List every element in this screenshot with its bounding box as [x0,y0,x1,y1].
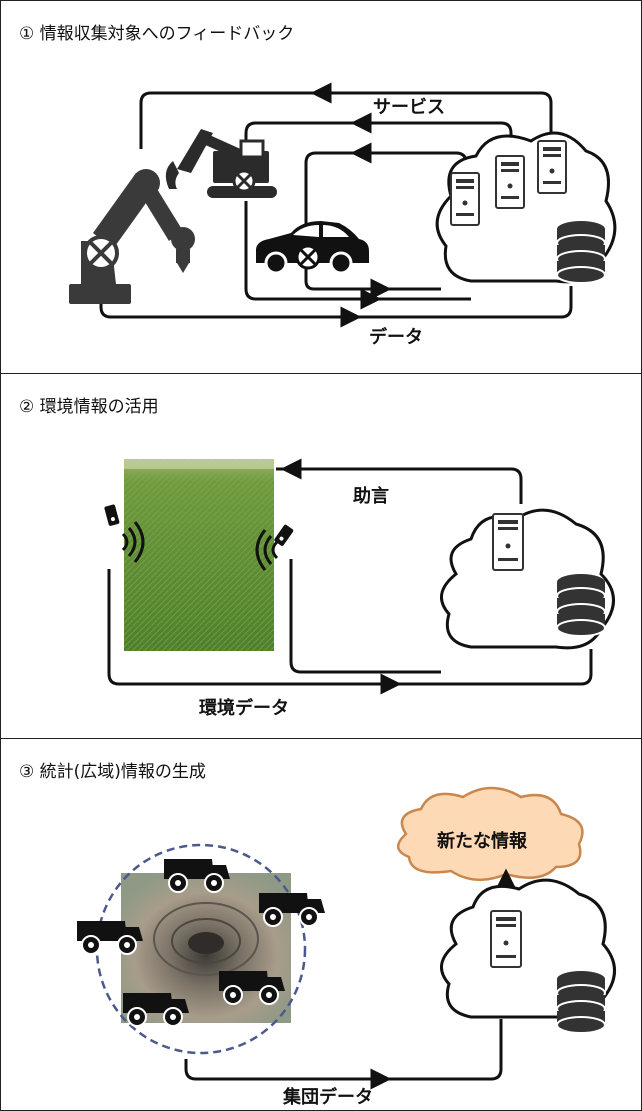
panel-title: ② 環境情報の活用 [19,397,159,417]
server-icon [537,140,567,194]
label-service: サービス [373,97,445,118]
server-icon [490,910,522,968]
excavator-icon [165,129,277,198]
advice-line [276,467,523,504]
robot-arm-icon [69,169,195,304]
panel-title: ③ 統計(広域)情報の生成 [19,762,206,782]
database-icon [556,574,606,637]
panel-title: ① 情報収集対象へのフィードバック [19,24,295,44]
server-icon [450,172,480,226]
panel-environment: ② 環境情報の活用 [1,374,641,739]
return-line-inner [304,263,441,291]
return-line-outer [99,286,573,319]
feedback-diagram: サービス データ [69,82,617,348]
car-icon [256,221,369,275]
env-data-line-left [107,569,593,686]
label-data: データ [369,326,423,348]
dump-truck-icon [259,893,325,927]
return-line-middle [244,201,471,301]
database-icon [556,221,606,284]
env-data-line-right [289,559,441,674]
signal-waves-left [121,521,145,563]
group-data-line [184,1019,503,1081]
statistics-diagram: 新たな情報 集団データ [77,786,616,1108]
sensor-icon-right [274,524,294,546]
panel-statistics: ③ 統計(広域)情報の生成 [1,739,641,1110]
database-icon [556,971,606,1034]
label-advice: 助言 [353,485,389,507]
label-new-info: 新たな情報 [437,830,528,852]
dump-truck-icon [219,971,285,1005]
dump-truck-icon [77,921,143,955]
dump-truck-icon [123,993,189,1027]
dump-truck-icon [164,859,230,893]
sensor-icon-left [104,504,120,526]
environment-diagram: 助言 環境データ [104,458,615,719]
label-environment-data: 環境データ [199,697,289,719]
server-icon [492,513,524,571]
label-group-data: 集団データ [282,1086,373,1108]
server-icon [495,155,525,209]
new-info-cloud [397,786,584,881]
panel-feedback: ① 情報収集対象へのフィードバック [1,1,641,374]
signal-waves-right [255,529,279,571]
